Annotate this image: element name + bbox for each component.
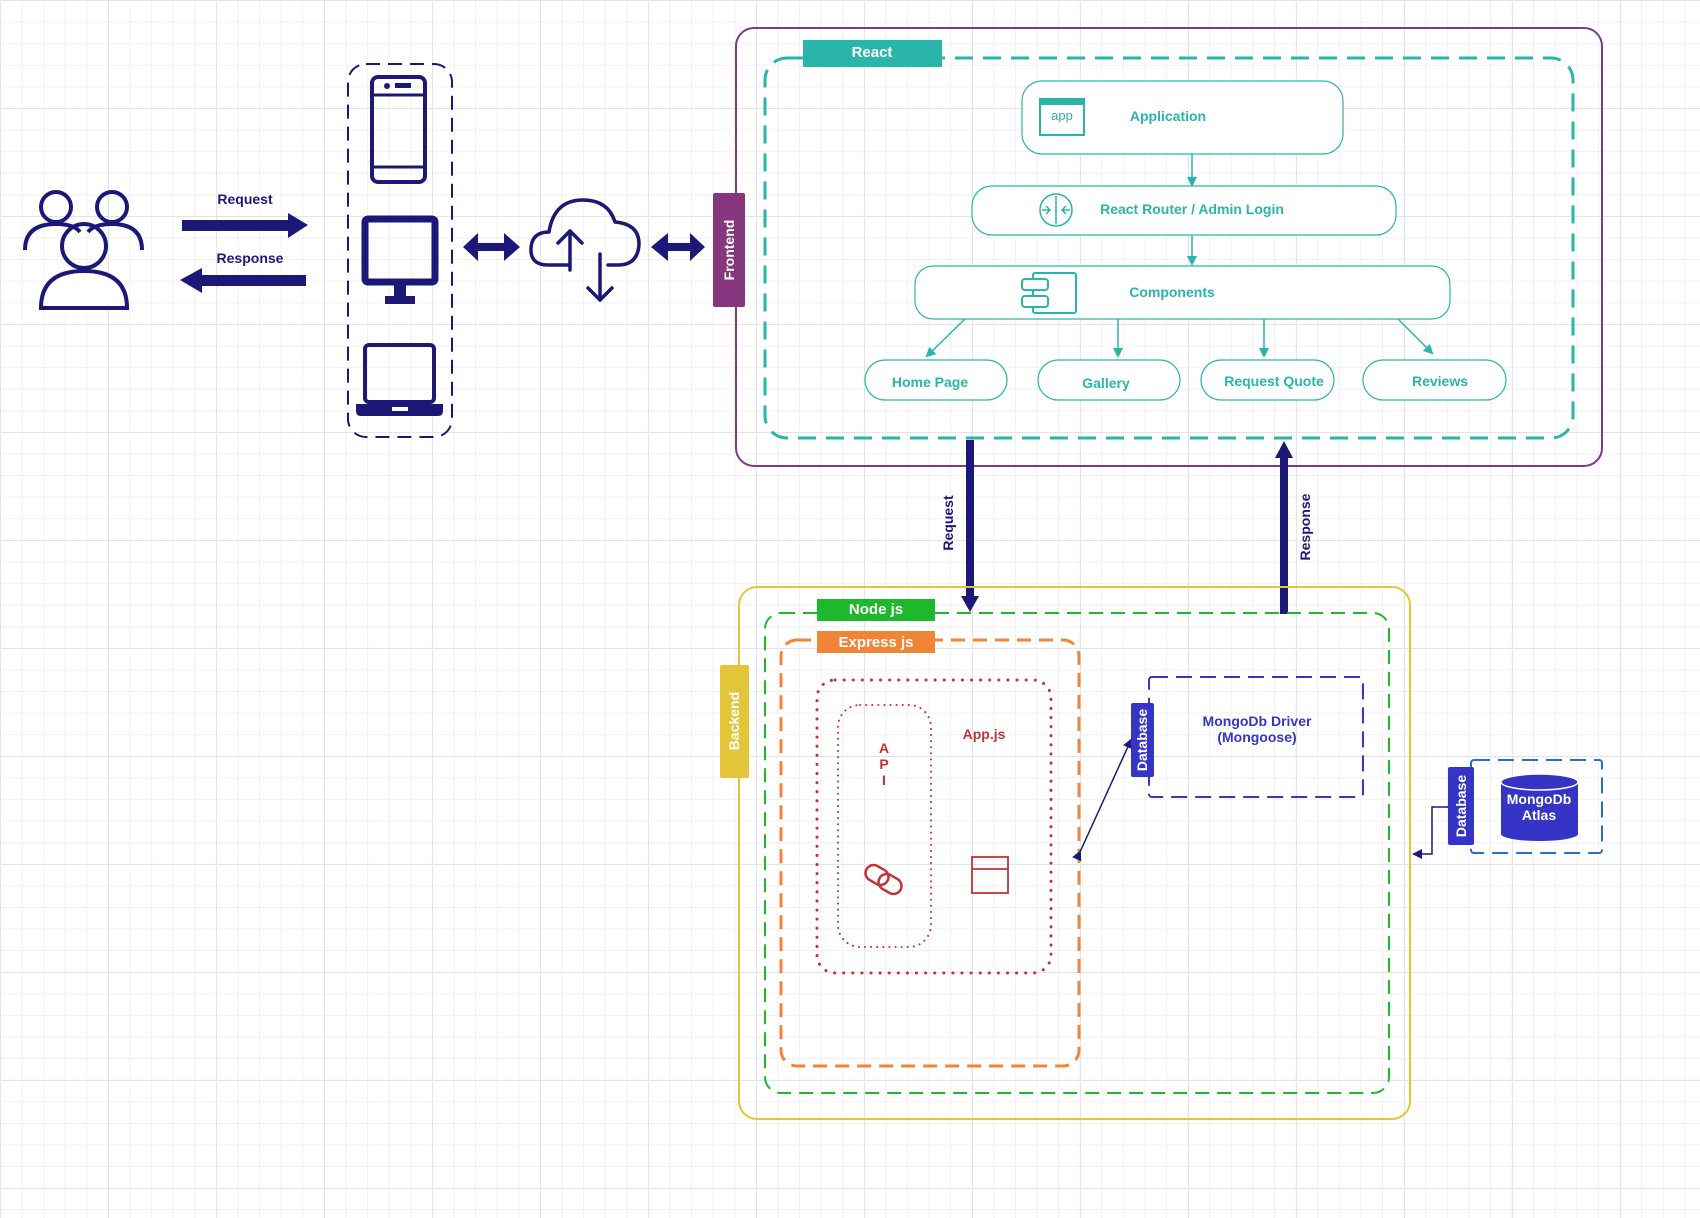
express-driver-connector [1072, 738, 1133, 862]
appjs-label: App.js [963, 726, 1006, 742]
frontend-tag: Frontend [713, 193, 745, 307]
cloud-upload-download-icon [529, 198, 641, 302]
page-label-reviews: Reviews [1412, 373, 1468, 389]
api-container [837, 704, 932, 948]
page-label-gallery: Gallery [1082, 375, 1130, 391]
laptop-icon [356, 343, 443, 416]
backend-tag-label: Backend [726, 692, 742, 750]
atlas-label-line1: MongoDb [1507, 791, 1572, 807]
page-label-home: Home Page [892, 374, 968, 390]
components-node: Components [914, 265, 1451, 320]
page-node-reviews: Reviews [1362, 359, 1507, 401]
api-letter-p: P [879, 756, 888, 772]
backend-tag: Backend [720, 665, 749, 778]
client-request-label: Request [217, 191, 273, 207]
request-down-arrow [961, 440, 979, 612]
atlas-label-line2: Atlas [1522, 807, 1556, 823]
node-tag: Node js [817, 599, 935, 621]
components-page-arrows [925, 318, 1434, 358]
atlas-database-tag: Database [1448, 767, 1474, 845]
monitor-icon [361, 215, 439, 304]
component-icon [1021, 272, 1077, 314]
client-response-label: Response [217, 250, 284, 266]
link-icon [864, 863, 903, 896]
node-tag-label: Node js [849, 601, 903, 618]
react-tag: React [803, 40, 942, 67]
router-node: React Router / Admin Login [971, 185, 1397, 236]
link-request-label: Request [940, 495, 956, 551]
driver-label-line2: (Mongoose) [1217, 729, 1296, 745]
atlas-database-tag-label: Database [1453, 775, 1469, 837]
devices-cloud-double-arrow [463, 233, 520, 261]
link-response-label: Response [1297, 493, 1313, 560]
express-tag: Express js [817, 631, 935, 653]
driver-database-tag-label: Database [1134, 709, 1150, 771]
express-tag-label: Express js [838, 634, 913, 651]
api-letter-i: I [882, 772, 886, 788]
router-label: React Router / Admin Login [1100, 201, 1284, 217]
react-tag-label: React [852, 44, 893, 61]
driver-label-line1: MongoDb Driver [1203, 713, 1312, 729]
phone-icon [370, 75, 427, 184]
backend-container [738, 586, 1411, 1120]
devices-group-box [347, 63, 453, 438]
components-label: Components [1129, 284, 1215, 300]
application-label: Application [1130, 108, 1206, 124]
response-up-arrow [1275, 441, 1293, 614]
users-icon [23, 190, 144, 310]
driver-database-tag: Database [1131, 703, 1154, 777]
express-container [779, 638, 1081, 1068]
api-letter-a: A [879, 740, 889, 756]
application-node: app Application [1021, 80, 1344, 155]
appjs-container [815, 678, 1053, 975]
app-icon: app [1039, 98, 1085, 136]
window-icon [971, 856, 1009, 894]
cloud-frontend-double-arrow [651, 233, 705, 261]
response-arrow [180, 268, 306, 293]
node-container [764, 612, 1390, 1094]
react-container [763, 56, 1575, 440]
page-node-request-quote: Request Quote [1200, 359, 1335, 401]
backend-atlas-connector [1412, 802, 1456, 859]
database-cylinder-icon [1500, 773, 1579, 841]
router-icon [1039, 193, 1073, 227]
app-icon-text: app [1051, 108, 1073, 123]
page-label-request-quote: Request Quote [1224, 373, 1324, 389]
page-node-home: Home Page [864, 359, 1008, 401]
page-node-gallery: Gallery [1037, 359, 1181, 401]
request-arrow [182, 213, 308, 238]
frontend-tag-label: Frontend [721, 220, 737, 281]
